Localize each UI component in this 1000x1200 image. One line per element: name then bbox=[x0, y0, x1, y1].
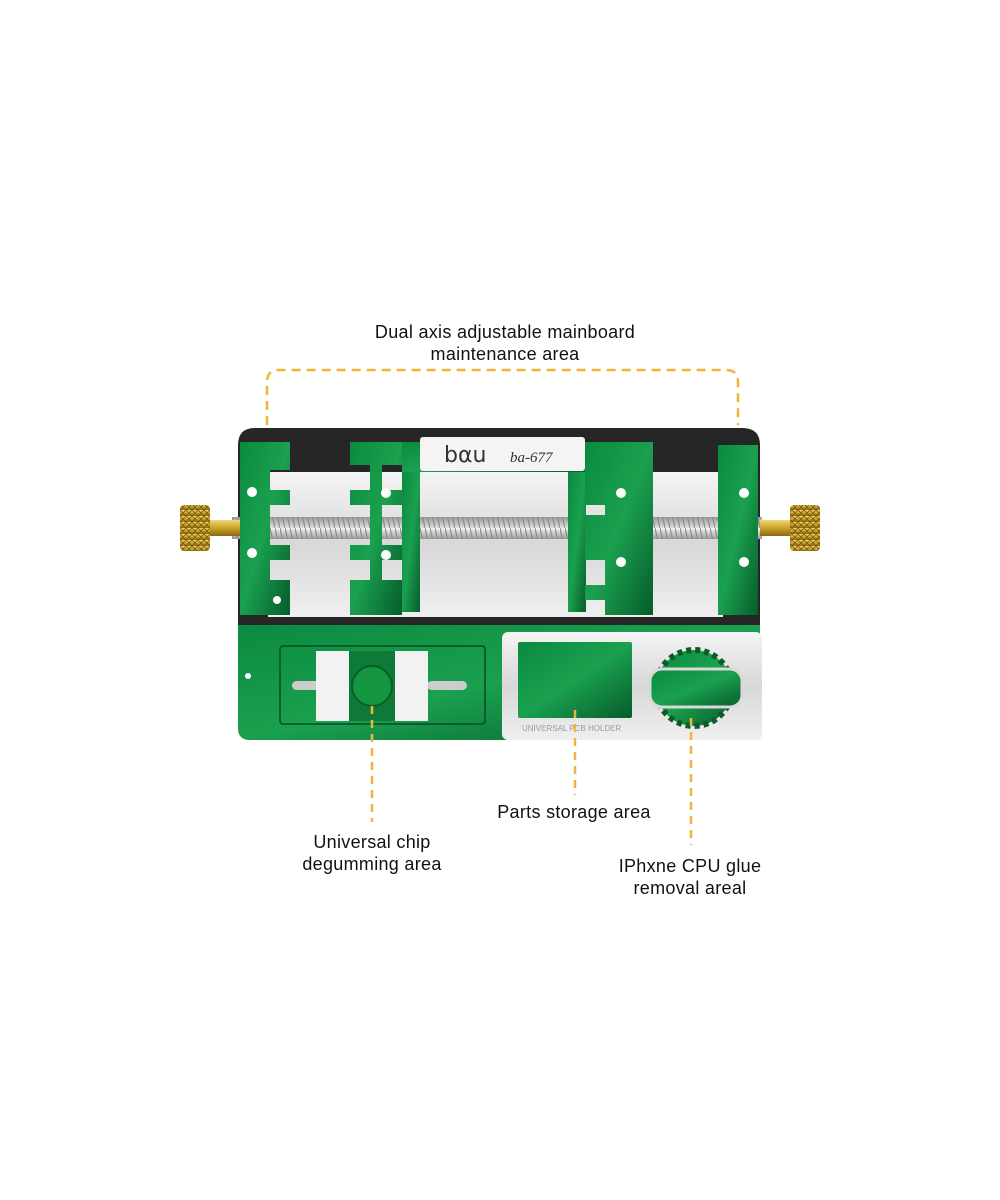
sliding-jaw-left bbox=[350, 442, 402, 615]
degumming-slot-right bbox=[427, 681, 467, 690]
cpu-glue-label-line1: IPhxne CPU glue bbox=[618, 856, 762, 876]
degumming-slot-frame bbox=[279, 645, 486, 725]
plate-text: UNIVERSAL PCB HOLDER bbox=[522, 724, 622, 733]
cpu-glue-label-line2: removal areal bbox=[633, 878, 747, 898]
degumming-knob bbox=[351, 665, 393, 707]
chip-degumming-area-label: Universal chip degumming area bbox=[272, 831, 472, 875]
dual-axis-label-line2: maintenance area bbox=[430, 344, 580, 364]
model-number: ba-677 bbox=[510, 450, 554, 466]
dual-axis-area-label: Dual axis adjustable mainboard maintenan… bbox=[305, 321, 705, 365]
parts-storage-area-label: Parts storage area bbox=[474, 801, 674, 823]
left-jaw bbox=[240, 442, 290, 615]
degumming-plate-left bbox=[316, 651, 349, 721]
degumming-plate-right bbox=[395, 651, 428, 721]
cpu-glue-removal-area-label: IPhxne CPU glue removal areal bbox=[590, 855, 790, 899]
parts-storage-label-line1: Parts storage area bbox=[497, 802, 651, 822]
parts-storage-tray bbox=[518, 642, 632, 718]
logo-plate bbox=[420, 437, 585, 471]
dual-axis-callout-bracket bbox=[265, 368, 740, 425]
cpu-removal-slot bbox=[648, 667, 744, 709]
chip-degumming-label-line1: Universal chip bbox=[313, 832, 431, 852]
threaded-rod bbox=[232, 517, 762, 539]
right-jaw bbox=[718, 445, 758, 615]
chip-degumming-label-line2: degumming area bbox=[302, 854, 442, 874]
right-brass-knob bbox=[760, 505, 820, 551]
left-brass-knob bbox=[180, 505, 240, 551]
dual-axis-label-line1: Dual axis adjustable mainboard bbox=[374, 322, 636, 342]
steel-bed bbox=[268, 472, 723, 617]
brand-logo: bαu bbox=[444, 443, 486, 468]
sliding-jaw-right bbox=[585, 442, 653, 615]
